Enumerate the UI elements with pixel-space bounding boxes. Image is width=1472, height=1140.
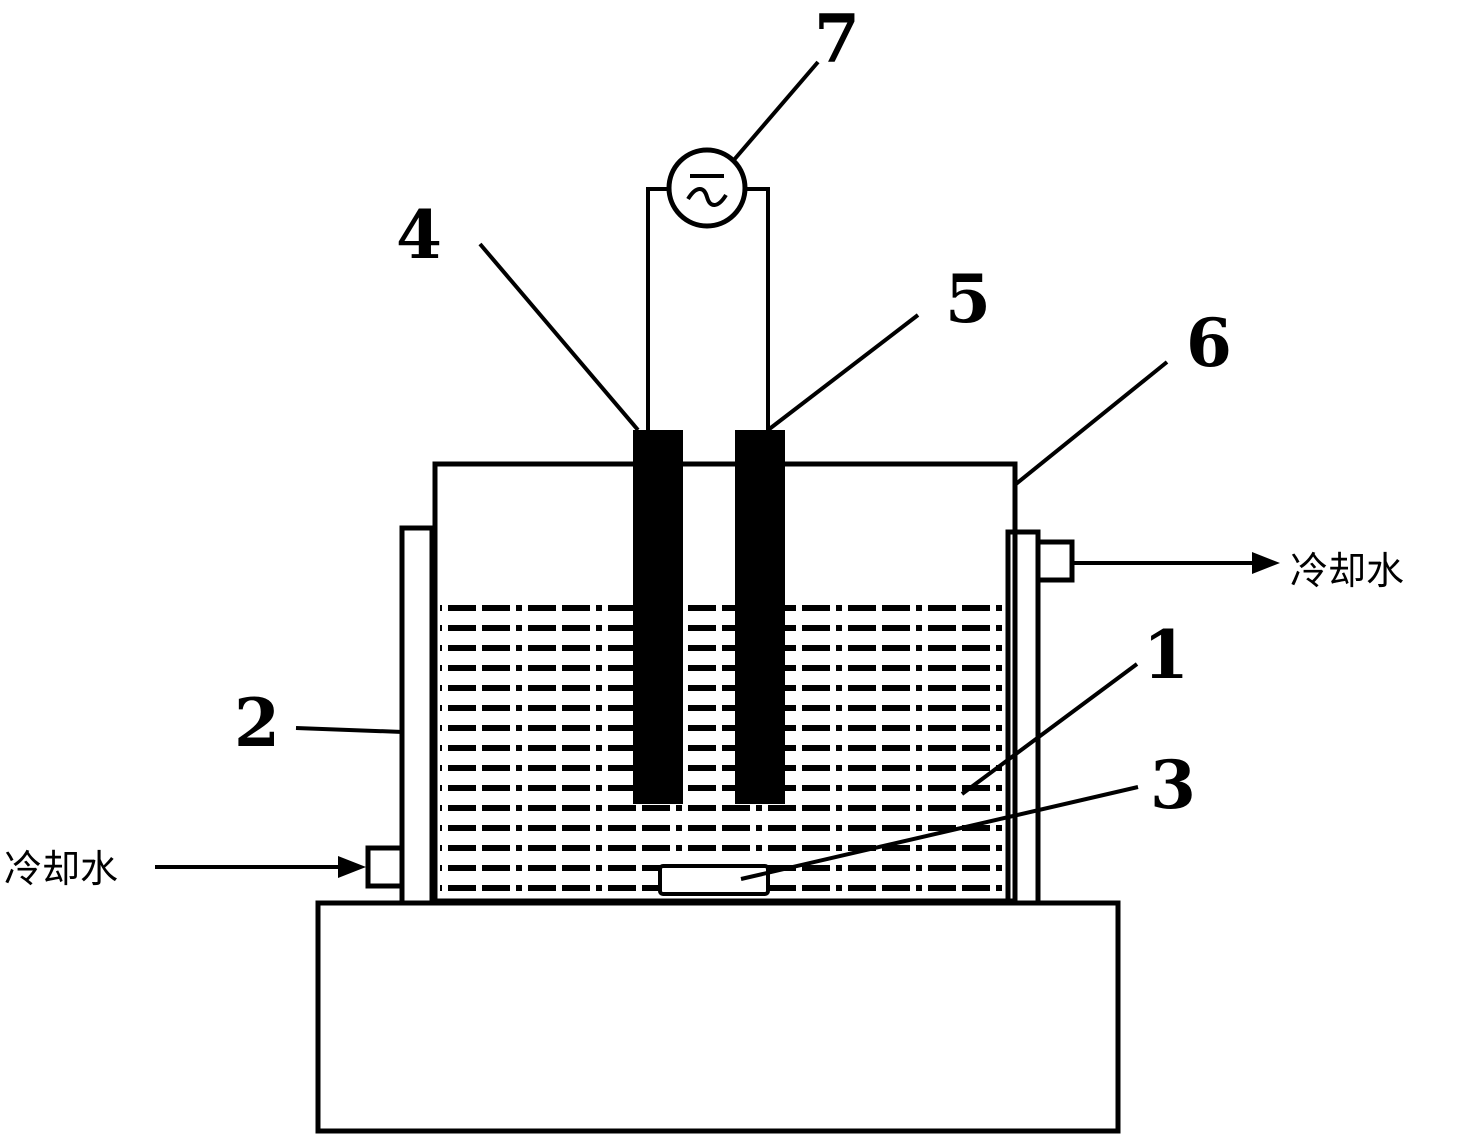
- cooling-water-outlet-label: 冷却水: [1290, 549, 1404, 593]
- reaction-vessel: [432, 461, 1018, 904]
- electrode-right: [735, 430, 785, 804]
- label-4: 4: [396, 196, 442, 274]
- electrolyte-liquid: [440, 595, 1010, 895]
- leader-3: [740, 785, 1139, 881]
- ac-source-icon: [666, 147, 748, 229]
- label-6: 6: [1186, 304, 1232, 382]
- electrode-left: [633, 430, 683, 804]
- leader-2: [295, 726, 404, 734]
- outlet-arrow: [1072, 552, 1280, 574]
- inlet-arrow: [155, 856, 366, 878]
- base-platform: [315, 900, 1121, 1134]
- label-1: 1: [1143, 616, 1189, 694]
- sample-piece: [658, 864, 770, 896]
- cooling-outlet-nozzle: [1035, 539, 1075, 583]
- label-5: 5: [945, 260, 991, 338]
- leader-7: [731, 60, 820, 163]
- cooling-jacket-left: [399, 525, 435, 906]
- wire-right: [744, 187, 770, 430]
- wire-left: [646, 187, 670, 430]
- label-7: 7: [814, 0, 860, 78]
- leader-6: [1014, 360, 1169, 486]
- label-2: 2: [234, 684, 280, 762]
- leader-1: [960, 662, 1139, 796]
- leader-4: [478, 242, 640, 432]
- cooling-water-inlet-label: 冷却水: [4, 847, 118, 891]
- leader-5: [766, 313, 920, 432]
- cooling-inlet-nozzle: [365, 845, 405, 889]
- label-3: 3: [1150, 746, 1196, 824]
